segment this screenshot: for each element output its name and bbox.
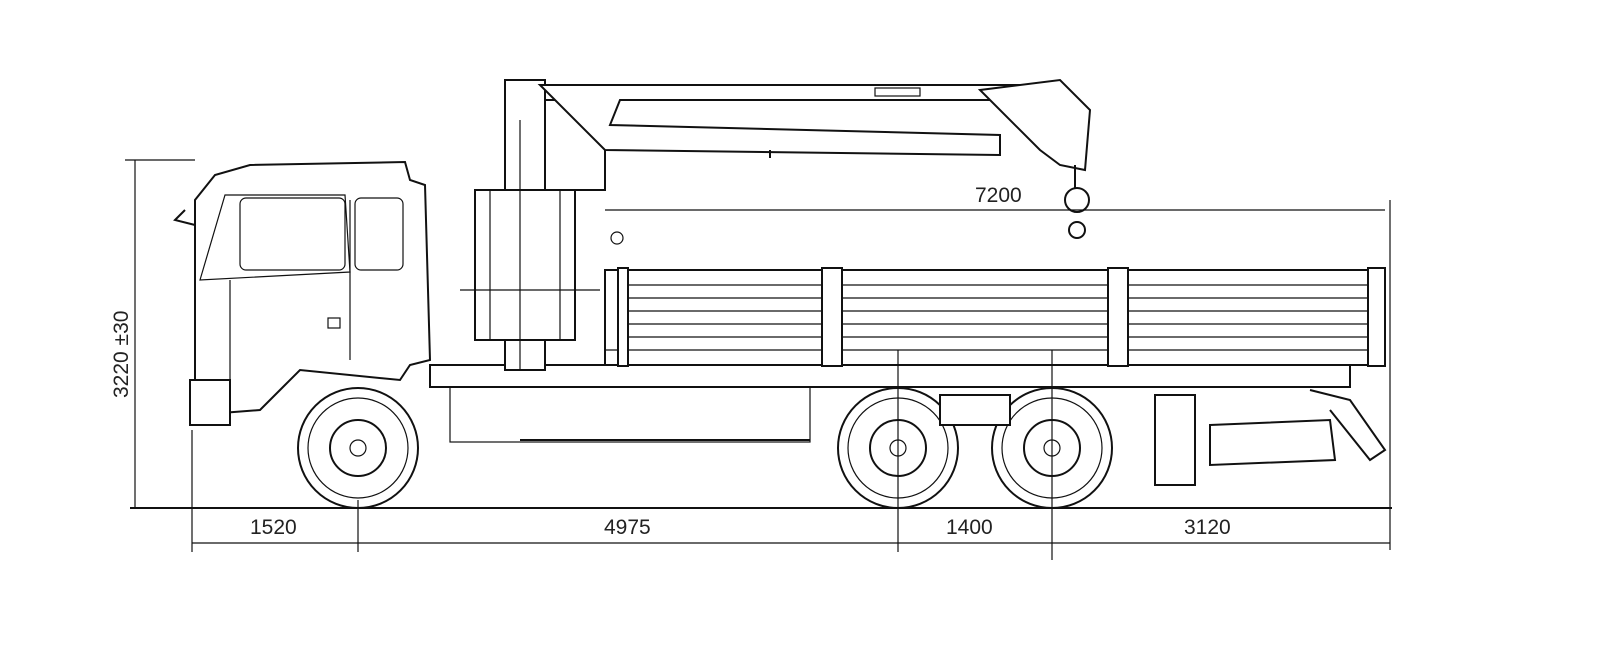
dimension-lines (125, 159, 1391, 560)
dim-bed-length: 7200 (975, 184, 1022, 207)
dim-rear-overhang: 3120 (1184, 516, 1231, 539)
front-wheel (297, 387, 419, 509)
bogie-spring (939, 394, 1011, 426)
cab (173, 160, 432, 426)
dim-overall-height: 3220 ±30 (110, 311, 133, 398)
flatbed (604, 267, 1386, 367)
chassis (429, 364, 1387, 486)
dim-wheelbase: 4975 (604, 516, 651, 539)
dim-front-overhang: 1520 (250, 516, 297, 539)
loader-crane (460, 78, 1092, 371)
dim-bogie-spacing: 1400 (946, 516, 993, 539)
